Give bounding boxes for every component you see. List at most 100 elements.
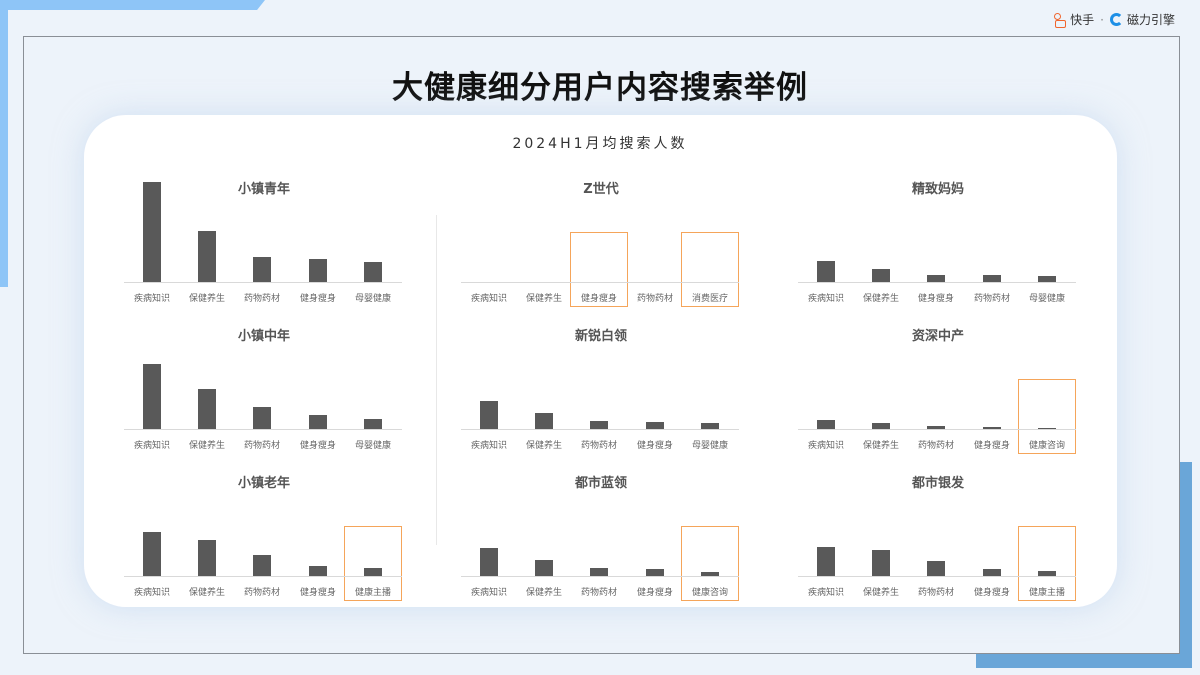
decor-left-stripe — [0, 0, 8, 287]
brand-kuaishou: 快手 — [1070, 13, 1095, 27]
cili-engine-logo-icon — [1109, 13, 1123, 26]
bar — [198, 231, 216, 282]
category-label: 健身瘦身 — [636, 441, 673, 451]
category-label: 健身瘦身 — [299, 294, 336, 304]
bar — [590, 421, 608, 429]
bar — [983, 427, 1001, 429]
category-label: 疾病知识 — [133, 441, 170, 451]
bar — [535, 560, 553, 576]
category-label: 疾病知识 — [133, 294, 170, 304]
bar — [817, 547, 835, 576]
chart-title: 小镇老年 — [237, 476, 290, 491]
bar — [198, 389, 216, 429]
bar — [535, 413, 553, 429]
bar — [143, 364, 161, 429]
bar — [1038, 276, 1056, 282]
bar — [143, 532, 161, 576]
x-axis-line — [798, 282, 1076, 283]
bar — [1038, 428, 1056, 429]
bar — [872, 423, 890, 429]
bar — [701, 423, 719, 429]
chart-title: 都市银发 — [911, 476, 964, 491]
bar — [253, 257, 271, 282]
category-label: 保健养生 — [862, 441, 899, 451]
bar — [198, 540, 216, 576]
category-label: 药物药材 — [243, 441, 280, 451]
x-axis-line — [461, 576, 739, 577]
category-label: 药物药材 — [973, 294, 1010, 304]
x-axis-line — [798, 576, 1076, 577]
page-title: 大健康细分用户内容搜索举例 — [392, 70, 808, 106]
column-divider — [436, 215, 437, 545]
category-label: 健身瘦身 — [299, 441, 336, 451]
category-label: 保健养生 — [188, 588, 225, 598]
category-label: 药物药材 — [580, 588, 617, 598]
category-label: 药物药材 — [917, 588, 954, 598]
category-label: 健康咨询 — [1028, 441, 1065, 451]
bar — [480, 401, 498, 429]
category-label: 母婴健康 — [1028, 294, 1065, 304]
bar — [364, 262, 382, 282]
x-axis-line — [461, 429, 739, 430]
chart-panel: 小镇中年疾病知识保健养生药物药材健身瘦身母婴健康 — [124, 325, 404, 465]
bar — [646, 422, 664, 429]
highlight-box — [1018, 379, 1076, 454]
category-label: 健身瘦身 — [636, 588, 673, 598]
chart-title: 新锐白领 — [574, 329, 627, 344]
bar — [143, 182, 161, 282]
chart-title: Z世代 — [583, 182, 619, 197]
chart-title: 小镇中年 — [237, 329, 290, 344]
category-label: 母婴健康 — [691, 441, 728, 451]
bar — [253, 555, 271, 576]
highlight-box — [570, 232, 628, 307]
category-label: 消费医疗 — [691, 294, 728, 304]
bar — [872, 269, 890, 282]
bar — [646, 569, 664, 576]
chart-title: 都市蓝领 — [574, 476, 627, 491]
category-label: 药物药材 — [636, 294, 673, 304]
category-label: 健身瘦身 — [299, 588, 336, 598]
bar — [364, 568, 382, 576]
category-label: 疾病知识 — [470, 294, 507, 304]
bar — [817, 261, 835, 282]
bar — [817, 420, 835, 429]
category-label: 药物药材 — [243, 588, 280, 598]
bar — [927, 561, 945, 576]
bar — [309, 259, 327, 282]
chart-title: 小镇青年 — [237, 182, 290, 197]
x-axis-line — [124, 282, 402, 283]
decor-top-stripe — [0, 0, 265, 10]
bar — [927, 275, 945, 282]
brand-cili-engine: 磁力引擎 — [1126, 13, 1175, 27]
highlight-box — [681, 526, 739, 601]
chart-title: 精致妈妈 — [911, 182, 964, 197]
category-label: 保健养生 — [525, 294, 562, 304]
bar — [590, 568, 608, 576]
category-label: 药物药材 — [917, 441, 954, 451]
x-axis-line — [798, 429, 1076, 430]
category-label: 保健养生 — [862, 588, 899, 598]
chart-panel: 新锐白领疾病知识保健养生药物药材健身瘦身母婴健康 — [461, 325, 741, 465]
chart-panel: 都市蓝领疾病知识 保健养生 药物药材 健身瘦身 健康咨询 — [461, 472, 741, 612]
category-label: 健身瘦身 — [580, 294, 617, 304]
bar — [309, 415, 327, 429]
category-label: 健康咨询 — [691, 588, 728, 598]
category-label: 健身瘦身 — [973, 441, 1010, 451]
bar — [480, 548, 498, 576]
category-label: 疾病知识 — [470, 588, 507, 598]
bar — [983, 275, 1001, 282]
brand-logo: 快手 · 磁力引擎 — [1053, 11, 1175, 28]
x-axis-line — [124, 576, 402, 577]
bar — [872, 550, 890, 576]
x-axis-line — [124, 429, 402, 430]
category-label: 疾病知识 — [470, 441, 507, 451]
category-label: 母婴健康 — [354, 294, 391, 304]
bar — [364, 419, 382, 429]
highlight-box — [1018, 526, 1076, 601]
category-label: 保健养生 — [525, 588, 562, 598]
chart-panel: Z世代疾病知识 保健养生 健身瘦身 药物药材 消费医疗 — [461, 178, 741, 318]
bar — [927, 426, 945, 429]
bar — [983, 569, 1001, 576]
highlight-box — [344, 526, 402, 601]
category-label: 保健养生 — [525, 441, 562, 451]
